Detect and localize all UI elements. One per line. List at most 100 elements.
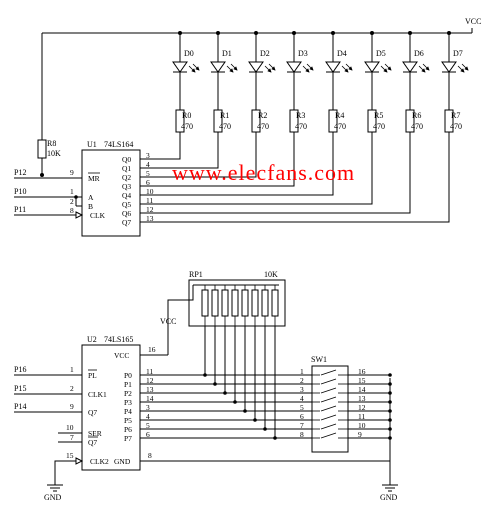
resistor-name-0: R0 bbox=[182, 111, 191, 120]
gnd-symbol-right: GND bbox=[380, 378, 398, 502]
net-p16: P16 bbox=[14, 365, 26, 374]
sw1-pin-right-7: 9 bbox=[358, 430, 362, 439]
rp1-name: RP1 bbox=[189, 270, 203, 279]
svg-text:11: 11 bbox=[146, 367, 153, 376]
u2-vcc-label: VCC bbox=[114, 351, 129, 360]
pin-clk2: CLK2 bbox=[90, 457, 109, 466]
svg-text:10: 10 bbox=[146, 187, 154, 196]
resistor-value-5: 470 bbox=[373, 122, 385, 131]
pin-q7: Q7 bbox=[88, 408, 97, 417]
u1-chip-body bbox=[81, 149, 141, 237]
sw1-pin-right-0: 16 bbox=[358, 367, 366, 376]
vcc-label-top: VCC bbox=[465, 17, 481, 26]
gnd-symbol-left: GND bbox=[44, 484, 63, 502]
u2-gnd-label: GND bbox=[114, 457, 131, 466]
svg-text:8: 8 bbox=[70, 206, 74, 215]
u1-pin-q6: Q6 bbox=[122, 209, 131, 218]
u1-pin-q2: Q2 bbox=[122, 173, 131, 182]
resistor-value-2: 470 bbox=[257, 122, 269, 131]
led-diode-2 bbox=[248, 61, 264, 73]
svg-text:3: 3 bbox=[146, 151, 150, 160]
rp1-element-3 bbox=[231, 289, 239, 317]
svg-text:9: 9 bbox=[70, 168, 74, 177]
sw1-pin-left-3: 4 bbox=[300, 394, 304, 403]
r8-name: R8 bbox=[47, 139, 56, 148]
input-row-5: P5 4 6 11 bbox=[124, 326, 392, 425]
sw1-contact-0 bbox=[320, 369, 337, 376]
sw1-contact-5 bbox=[320, 414, 337, 421]
svg-text:14: 14 bbox=[146, 394, 154, 403]
led-label-6: D6 bbox=[414, 49, 424, 58]
resistor-value-4: 470 bbox=[334, 122, 346, 131]
pin-a: A bbox=[88, 193, 94, 202]
svg-text:1: 1 bbox=[70, 187, 74, 196]
svg-text:11: 11 bbox=[146, 196, 153, 205]
sw1-pin-right-4: 12 bbox=[358, 403, 366, 412]
led-label-3: D3 bbox=[298, 49, 308, 58]
pin-q7-bar: Q7 bbox=[88, 438, 97, 447]
led-diode-1 bbox=[210, 61, 226, 73]
sw1-contact-6 bbox=[320, 423, 337, 430]
rp1-element-4 bbox=[241, 289, 249, 317]
sw1-contact-3 bbox=[320, 396, 337, 403]
sw1-pin-right-6: 10 bbox=[358, 421, 366, 430]
svg-text:2: 2 bbox=[70, 197, 74, 206]
sw1-contact-4 bbox=[320, 405, 337, 412]
sw1-pin-right-3: 13 bbox=[358, 394, 366, 403]
u1-left-pins: P12 9 MR P10 1 A 2 B P11 8 CLK bbox=[14, 168, 106, 220]
led-label-0: D0 bbox=[184, 49, 194, 58]
u2-part: 74LS165 bbox=[104, 335, 133, 344]
svg-text:9: 9 bbox=[70, 402, 74, 411]
u2-pin-p2: P2 bbox=[124, 389, 132, 398]
r8-value: 10K bbox=[47, 149, 61, 158]
net-p10: P10 bbox=[14, 187, 26, 196]
r8-resistor bbox=[37, 139, 47, 159]
resistor-name-1: R1 bbox=[220, 111, 229, 120]
led-label-1: D1 bbox=[222, 49, 232, 58]
led-diode-4 bbox=[325, 61, 341, 73]
top-circuit: VCC R8 10K D0R0470D1R1470D2R2470D3R3470D… bbox=[14, 17, 481, 237]
rp1-element-2 bbox=[221, 289, 229, 317]
svg-text:13: 13 bbox=[146, 385, 154, 394]
net-p14: P14 bbox=[14, 402, 26, 411]
svg-text:6: 6 bbox=[146, 430, 150, 439]
resistor-name-3: R3 bbox=[296, 111, 305, 120]
resistor-value-7: 470 bbox=[450, 122, 462, 131]
led-diode-6 bbox=[402, 61, 418, 73]
pin-clk: CLK bbox=[90, 211, 106, 220]
svg-text:6: 6 bbox=[146, 178, 150, 187]
net-p12: P12 bbox=[14, 168, 26, 177]
sw1-pin-right-1: 15 bbox=[358, 376, 366, 385]
u1-pin-q4: Q4 bbox=[122, 191, 131, 200]
u1-pin-q0: Q0 bbox=[122, 155, 131, 164]
svg-text:16: 16 bbox=[148, 345, 156, 354]
svg-text:15: 15 bbox=[66, 451, 74, 460]
net-p11: P11 bbox=[14, 205, 26, 214]
gnd-label-left: GND bbox=[44, 493, 62, 502]
svg-text:4: 4 bbox=[146, 160, 150, 169]
u2-pin-p5: P5 bbox=[124, 416, 132, 425]
sw1-pin-left-7: 8 bbox=[300, 430, 304, 439]
svg-text:2: 2 bbox=[70, 384, 74, 393]
sw1-pin-left-2: 3 bbox=[300, 385, 304, 394]
resistor-name-4: R4 bbox=[335, 111, 344, 120]
rp1-element-7 bbox=[271, 289, 279, 317]
bottom-circuit: RP1 10K VCC 16 U2 74LS165 VCC GND P16 1 … bbox=[14, 270, 398, 502]
svg-text:10: 10 bbox=[66, 423, 74, 432]
sw1-pin-left-5: 6 bbox=[300, 412, 304, 421]
rp1-resistors bbox=[193, 284, 279, 326]
svg-text:13: 13 bbox=[146, 214, 154, 223]
led-array: D0R0470D1R1470D2R2470D3R3470D4R4470D5R54… bbox=[140, 33, 469, 223]
led-label-4: D4 bbox=[337, 49, 347, 58]
svg-text:7: 7 bbox=[70, 433, 74, 442]
u1-ref: U1 bbox=[87, 140, 97, 149]
